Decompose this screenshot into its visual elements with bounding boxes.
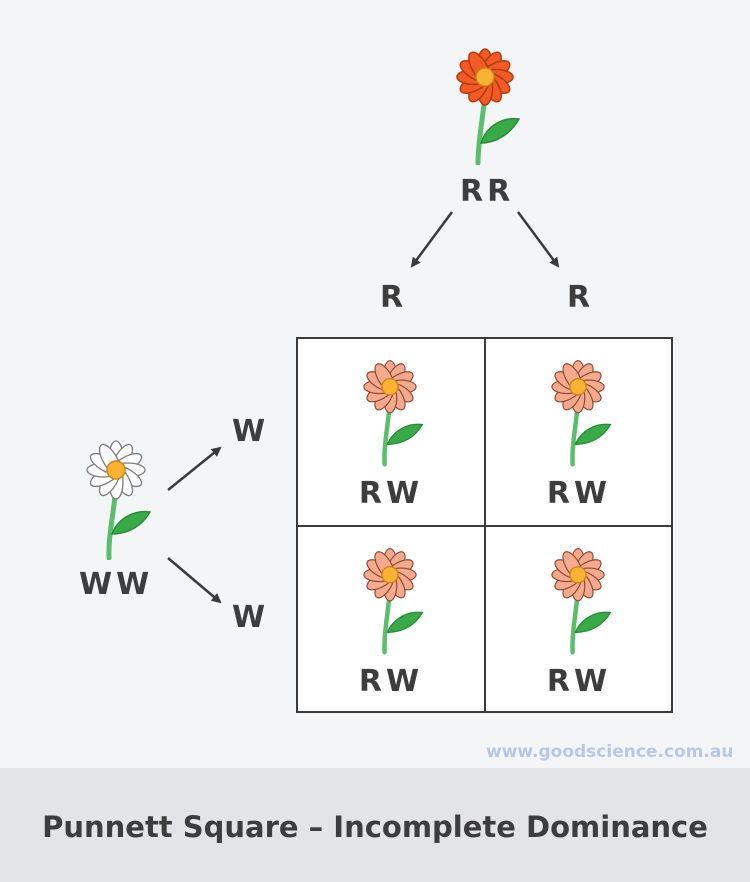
- watermark-url: www.goodscience.com.au: [486, 742, 734, 762]
- arrow-up-right: [167, 446, 222, 491]
- diagram-title: Punnett Square – Incomplete Dominance: [42, 810, 708, 844]
- punnett-cell-bottom-right: RW: [486, 527, 672, 713]
- left-parent-genotype: WW: [79, 567, 154, 602]
- grid-divider-horizontal: [298, 525, 671, 527]
- pink-flower-icon: [551, 360, 612, 467]
- footer-bar: Punnett Square – Incomplete Dominance: [0, 768, 750, 882]
- pink-flower-icon: [363, 360, 424, 467]
- arrow-down-right: [167, 557, 222, 604]
- left-gamete-2: W: [232, 600, 270, 635]
- top-gamete-2: R: [567, 280, 595, 315]
- red-flower-icon: [456, 48, 521, 165]
- pink-flower-icon: [363, 548, 424, 655]
- pink-flower-icon: [551, 548, 612, 655]
- white-flower-icon: [86, 440, 152, 560]
- offspring-genotype: RW: [546, 476, 612, 511]
- top-parent-genotype: RR: [460, 174, 515, 209]
- left-gamete-1: W: [232, 414, 270, 449]
- punnett-square: RW RW RW: [296, 337, 673, 713]
- punnett-cell-top-right: RW: [486, 339, 672, 525]
- offspring-genotype: RW: [546, 664, 612, 699]
- punnett-cell-top-left: RW: [298, 339, 484, 525]
- top-gamete-1: R: [380, 280, 408, 315]
- punnett-cell-bottom-left: RW: [298, 527, 484, 713]
- offspring-genotype: RW: [358, 476, 424, 511]
- arrow-right-down: [516, 211, 560, 268]
- offspring-genotype: RW: [358, 664, 424, 699]
- arrow-left-down: [410, 211, 454, 268]
